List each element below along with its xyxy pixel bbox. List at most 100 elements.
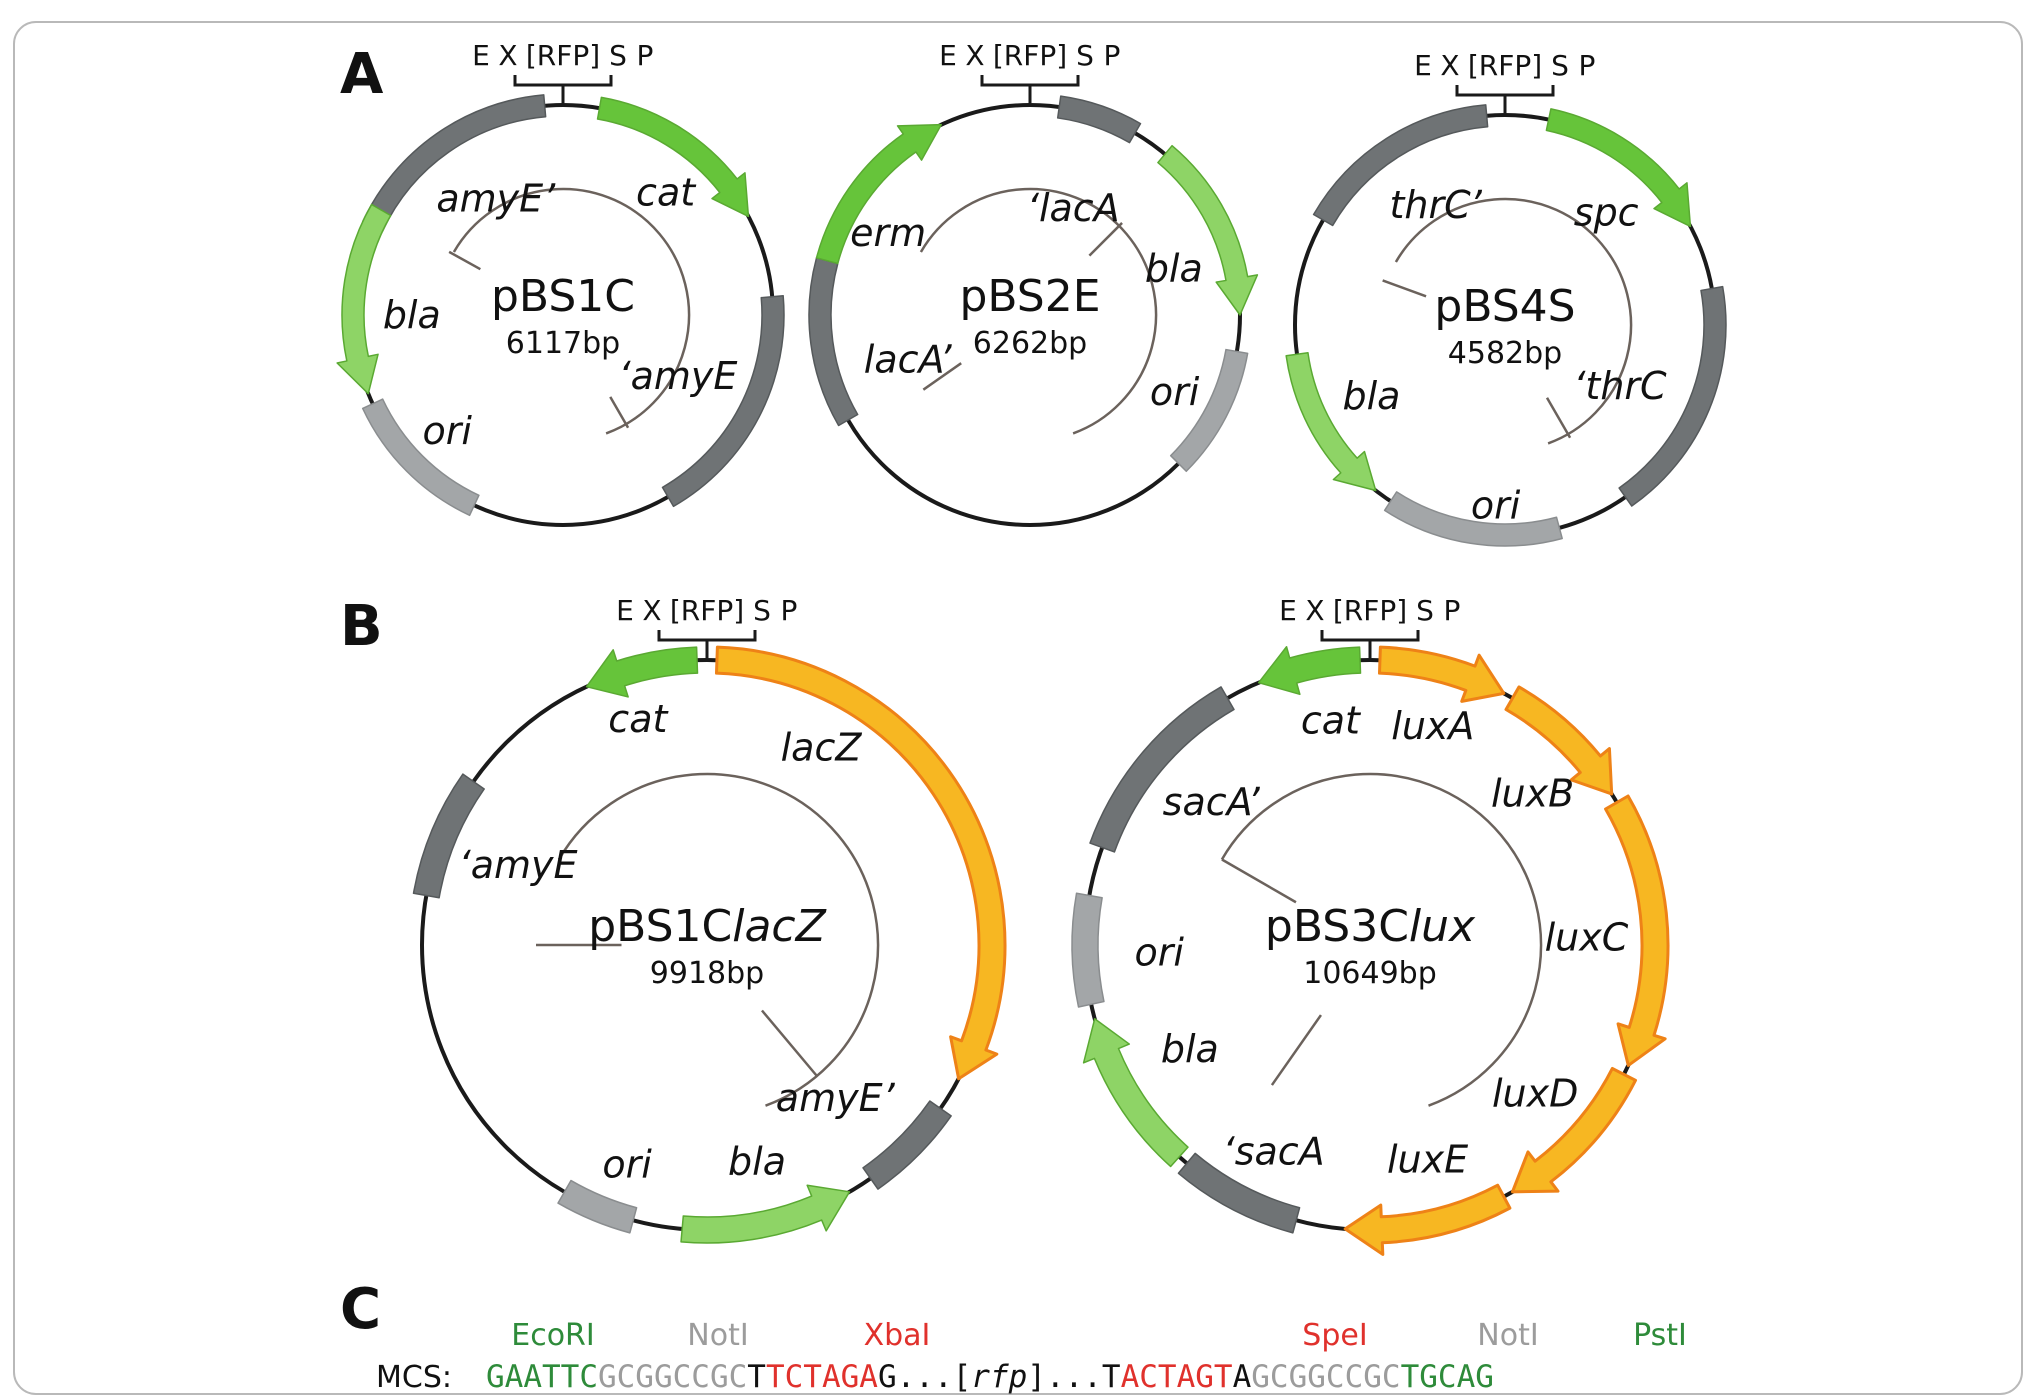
- site-label: X: [1440, 49, 1459, 82]
- plasmid-name: pBS4S: [1434, 281, 1575, 332]
- plasmid-size: 6262bp: [973, 326, 1087, 361]
- inner-arc: [1394, 197, 1633, 445]
- gene-label: cat: [608, 697, 669, 741]
- site-label: [RFP]: [526, 39, 600, 72]
- panel-letter-a: A: [340, 42, 384, 107]
- feature-spc: [1545, 108, 1692, 228]
- enzyme-spei: SpeI: [1302, 1318, 1367, 1353]
- site-label: E: [616, 594, 634, 627]
- enzyme-noti: NotI: [1477, 1318, 1538, 1353]
- plasmid-size: 6117bp: [506, 326, 620, 361]
- feature-saca: [1089, 686, 1235, 853]
- site-label: [RFP]: [993, 39, 1067, 72]
- site-label: P: [781, 594, 798, 627]
- feature-lacz: [714, 645, 1007, 1081]
- site-bracket: [657, 630, 757, 642]
- gene-label: ‘thrC: [1573, 364, 1667, 408]
- feature-cat: [596, 96, 750, 218]
- figure-border: [13, 21, 2023, 1395]
- gene-label: cat: [1301, 698, 1362, 742]
- site-label: E: [1414, 49, 1432, 82]
- site-label: [RFP]: [1333, 594, 1407, 627]
- tick-line: [761, 1009, 818, 1077]
- gene-label: lacZ: [781, 726, 863, 770]
- tick-line: [1270, 1014, 1322, 1086]
- gene-label: ori: [422, 409, 472, 453]
- gene-label: ‘amyE: [619, 354, 738, 398]
- feature-ori: [1383, 491, 1563, 547]
- gene-label: sacA’: [1163, 780, 1261, 824]
- enzyme-noti: NotI: [687, 1318, 748, 1353]
- gene-label: spc: [1574, 191, 1639, 235]
- gene-label: luxE: [1387, 1138, 1468, 1182]
- plasmid-name: pBS2E: [959, 271, 1100, 322]
- gene-label: amyE’: [776, 1076, 896, 1120]
- feature-bla: [1285, 351, 1377, 492]
- site-label: P: [1444, 594, 1461, 627]
- feature-laca: [1056, 95, 1142, 144]
- gene-label: ‘amyE: [459, 843, 578, 887]
- feature-cat: [585, 646, 699, 698]
- plasmid-name: pBS1C: [491, 271, 635, 322]
- feature-luxe: [1343, 1183, 1512, 1256]
- feature-ori: [1071, 892, 1105, 1008]
- site-label: E: [472, 39, 490, 72]
- gene-label: lacA’: [864, 338, 953, 382]
- site-label: E: [939, 39, 957, 72]
- site-label: S: [753, 594, 771, 627]
- site-bracket: [1455, 85, 1555, 97]
- site-bracket: [513, 75, 613, 87]
- site-bracket: [980, 75, 1080, 87]
- enzyme-xbai: XbaI: [864, 1318, 931, 1353]
- site-label: [RFP]: [1468, 49, 1542, 82]
- site-label: S: [1076, 39, 1094, 72]
- plasmid-size: 9918bp: [650, 956, 764, 991]
- gene-label: luxA: [1391, 704, 1474, 748]
- feature-thrc: [1618, 285, 1727, 507]
- feature-ori: [361, 398, 480, 517]
- tick-line: [1545, 397, 1572, 439]
- gene-label: erm: [850, 211, 926, 255]
- gene-label: bla: [1145, 246, 1203, 290]
- gene-label: bla: [1161, 1027, 1219, 1071]
- site-label: P: [1579, 49, 1596, 82]
- feature-bla: [680, 1184, 851, 1244]
- feature-bla: [336, 203, 392, 395]
- plasmid-size: 4582bp: [1448, 336, 1562, 371]
- gene-label: luxB: [1491, 771, 1574, 815]
- tick-line: [1382, 279, 1427, 298]
- enzyme-psti: PstI: [1633, 1318, 1687, 1353]
- tick-line: [922, 362, 962, 391]
- plasmid-name: pBS1ClacZ: [588, 901, 826, 952]
- site-label: P: [637, 39, 654, 72]
- feature-luxd: [1511, 1066, 1638, 1194]
- gene-label: bla: [1343, 374, 1401, 418]
- inner-arc: [919, 187, 1158, 435]
- inner-arc: [557, 772, 880, 1107]
- tick-line: [609, 396, 630, 429]
- site-label: S: [609, 39, 627, 72]
- gene-label: luxC: [1545, 915, 1629, 959]
- feature-amye: [862, 1100, 952, 1190]
- gene-label: luxD: [1492, 1072, 1578, 1116]
- site-label: X: [965, 39, 984, 72]
- tick-line: [1221, 858, 1297, 904]
- feature-amye: [661, 294, 785, 508]
- gene-label: ‘lacA: [1027, 186, 1120, 230]
- site-label: S: [1416, 594, 1434, 627]
- feature-thrc: [1312, 104, 1489, 227]
- plasmid-name: pBS3Clux: [1265, 901, 1476, 952]
- gene-label: bla: [383, 293, 441, 337]
- plasmid-size: 10649bp: [1303, 956, 1437, 991]
- gene-label: amyE’: [436, 177, 556, 221]
- feature-saca: [1177, 1152, 1301, 1234]
- tick-line: [1088, 222, 1123, 257]
